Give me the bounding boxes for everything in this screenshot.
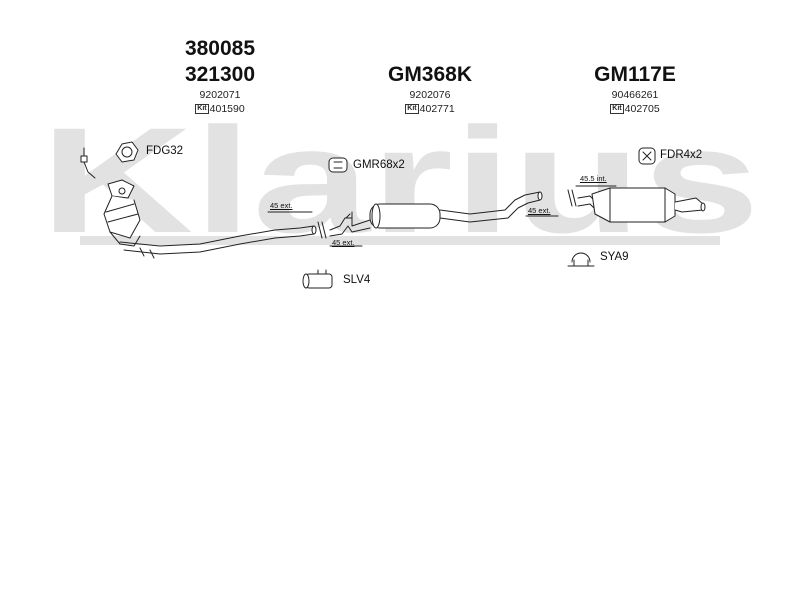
oe-reference: 9202071: [199, 89, 241, 101]
part-code-1: 380085: [184, 37, 256, 60]
dimension-label: 45.5 int.: [580, 174, 607, 183]
dimension-label: 45 ext.: [270, 201, 293, 210]
label-fdr4x2: FDR4x2: [660, 149, 703, 161]
oe-reference: 9202076: [409, 89, 451, 101]
kit-number: 402771: [419, 103, 455, 115]
fdg32-gasket-icon: [115, 141, 139, 163]
column-middle-section: GM368K 9202076 Kit 402771: [375, 62, 485, 116]
sya9-clamp-icon: [567, 252, 595, 267]
part-code: GM368K: [387, 63, 473, 86]
fdr4x2-mount-icon: [638, 147, 656, 165]
dimension-arrows: [267, 185, 617, 247]
catalytic-converter: [103, 179, 141, 247]
middle-silencer-section: [329, 191, 543, 237]
lambda-sensor-icon: [80, 147, 96, 179]
label-sya9: SYA9: [600, 251, 629, 263]
slv4-sleeve-icon: [302, 269, 333, 289]
front-pipe: [119, 225, 317, 259]
kit-number-row: Kit 401590: [165, 102, 275, 116]
kit-number-row: Kit 402705: [580, 102, 690, 116]
kit-icon: Kit: [195, 104, 209, 114]
kit-icon: Kit: [610, 104, 624, 114]
pipe-break-marks: [317, 189, 577, 239]
column-rear-silencer: GM117E 90466261 Kit 402705: [580, 62, 690, 116]
kit-number: 401590: [209, 103, 245, 115]
dimension-label: 45 ext.: [528, 206, 551, 215]
label-slv4: SLV4: [343, 274, 371, 286]
label-gmr68x2: GMR68x2: [353, 159, 405, 171]
oe-reference: 90466261: [611, 89, 659, 101]
part-code-2: 321300: [184, 63, 256, 86]
dimension-label: 45 ext.: [332, 238, 355, 247]
kit-icon: Kit: [405, 104, 419, 114]
column-front-pipe: 380085 321300 9202071 Kit 401590: [165, 36, 275, 116]
kit-number: 402705: [624, 103, 660, 115]
label-fdg32: FDG32: [146, 145, 184, 157]
gmr68x2-mount-icon: [328, 157, 348, 173]
kit-number-row: Kit 402771: [375, 102, 485, 116]
rear-silencer: [577, 187, 706, 223]
part-code: GM117E: [594, 63, 676, 86]
